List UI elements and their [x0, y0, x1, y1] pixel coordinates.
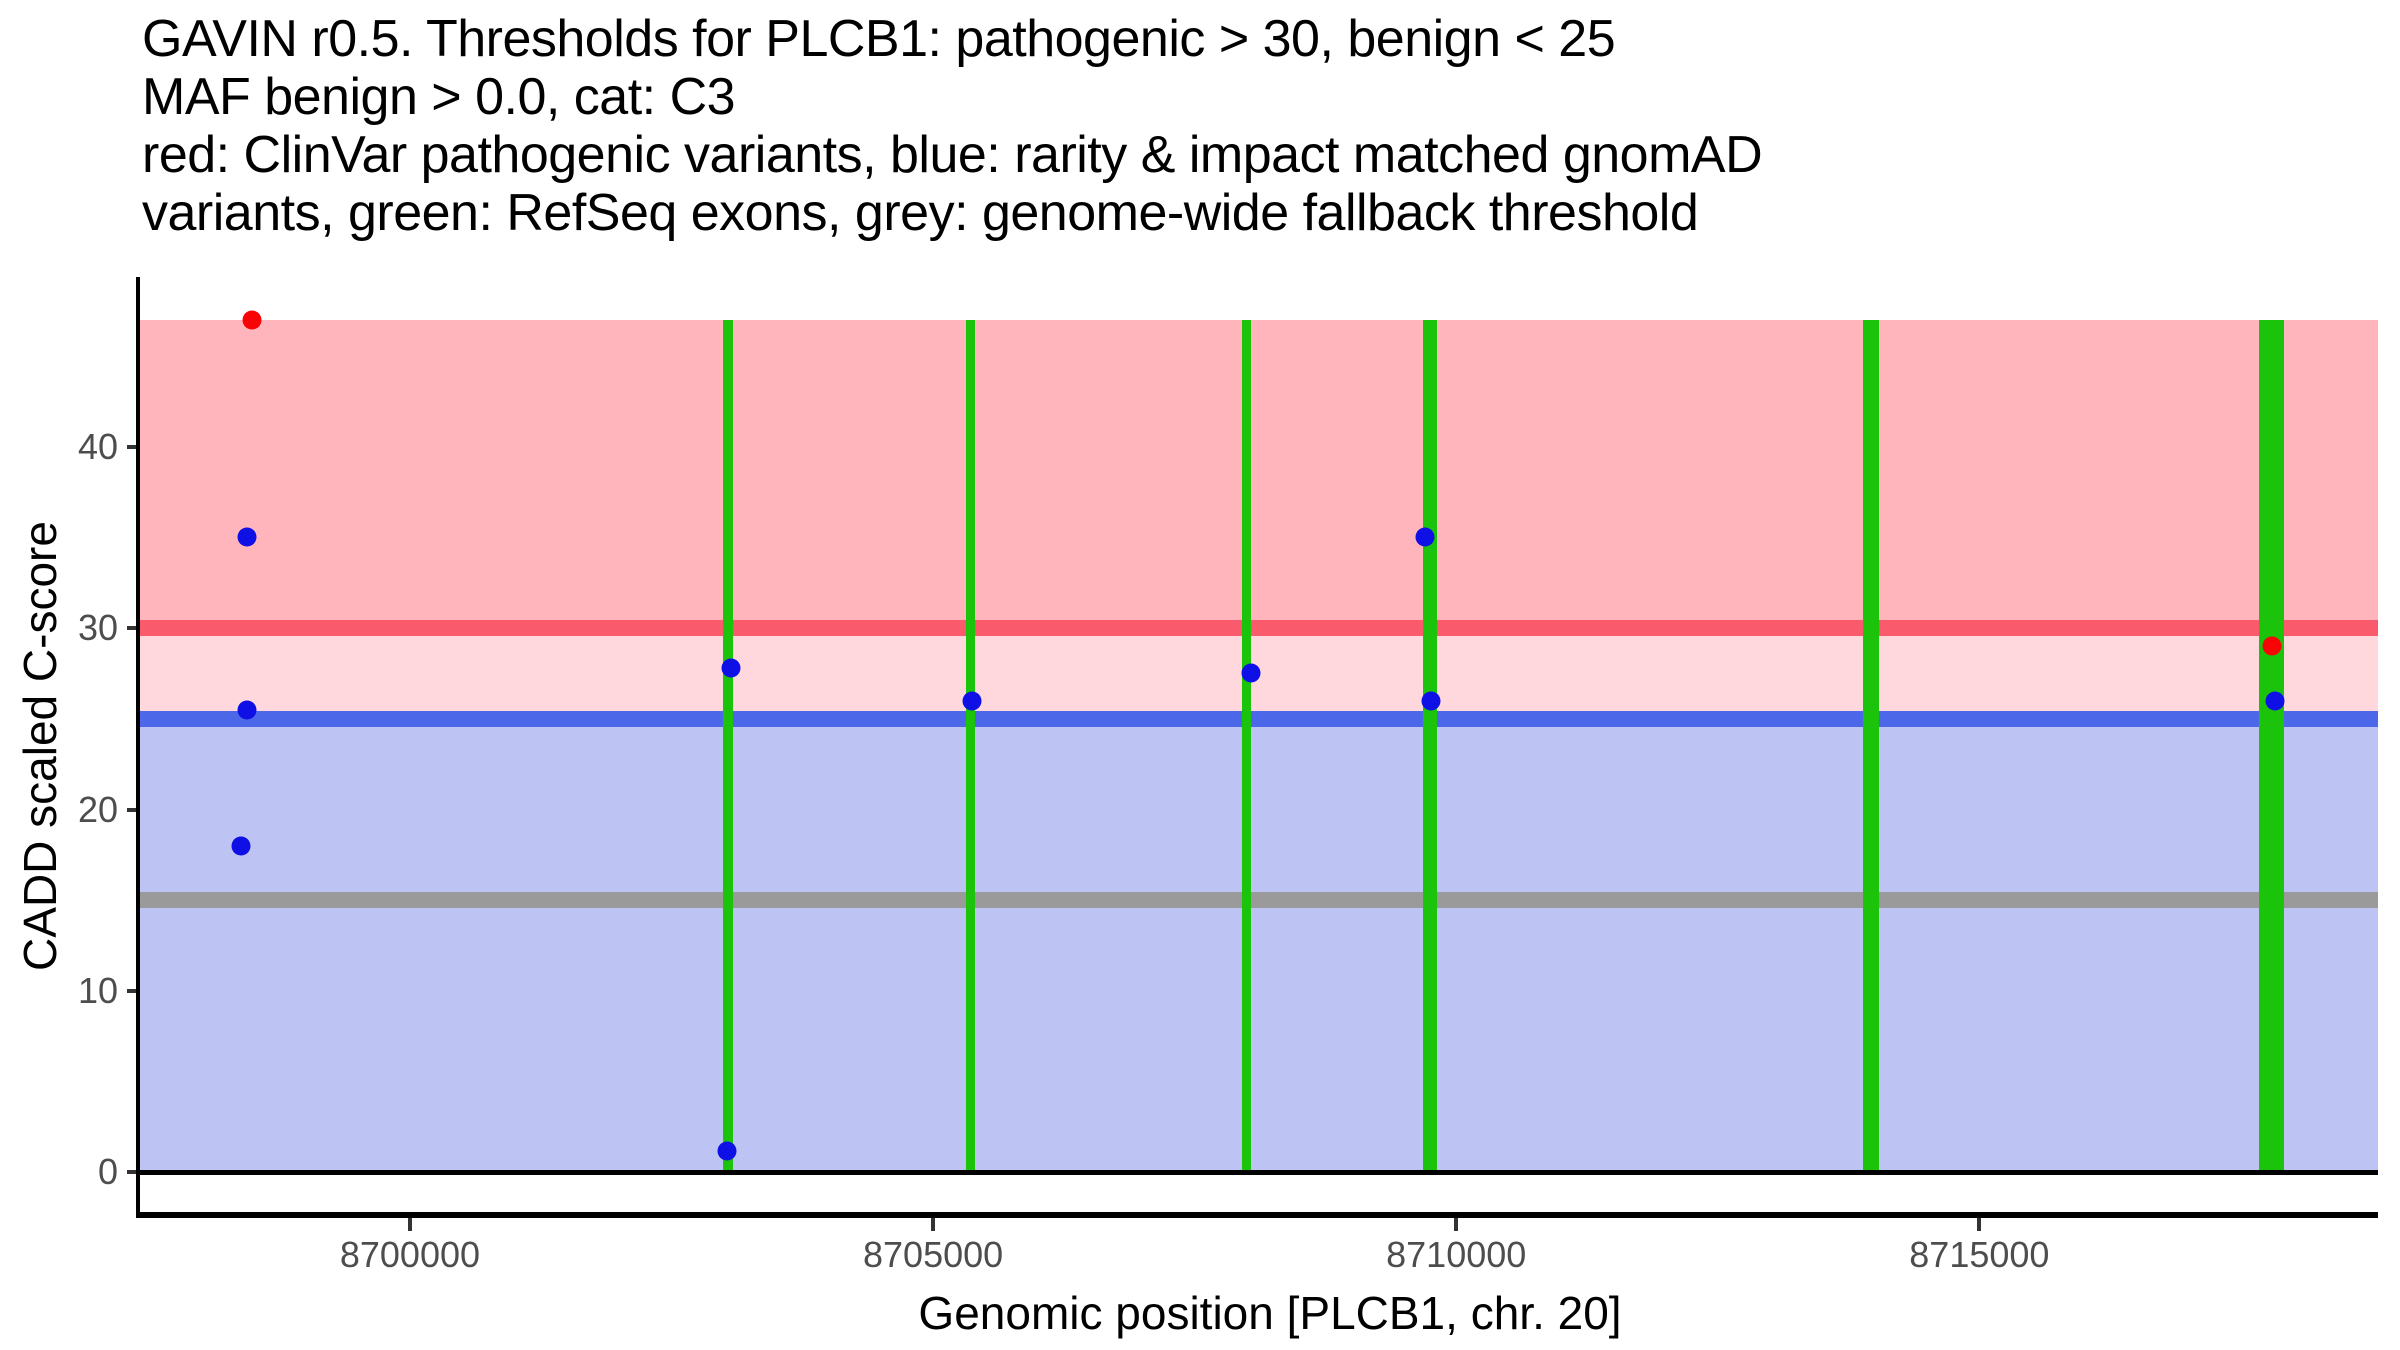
chart-title: GAVIN r0.5. Thresholds for PLCB1: pathog…: [142, 10, 1763, 242]
benign-threshold: [140, 710, 2378, 727]
pathogenic-threshold: [140, 620, 2378, 637]
x-tick-label: 8710000: [1386, 1234, 1527, 1275]
y-tick-mark: [127, 988, 140, 993]
gnomad-matched-point: [1241, 663, 1261, 683]
x-tick-label: 8715000: [1909, 1234, 2050, 1275]
zero-baseline: [140, 1170, 2378, 1175]
y-tick-label: 40: [77, 425, 118, 467]
y-tick-label: 0: [97, 1151, 118, 1193]
x-tick-mark: [931, 1218, 936, 1231]
chart-title-line-1: GAVIN r0.5. Thresholds for PLCB1: pathog…: [142, 10, 1616, 68]
gnomad-matched-point: [1421, 691, 1441, 711]
pathogenic-region: [140, 319, 2378, 629]
y-tick-label: 20: [77, 788, 118, 830]
y-tick-mark: [127, 444, 140, 449]
x-tick-label: 8705000: [863, 1234, 1004, 1275]
gnomad-matched-point: [717, 1141, 737, 1161]
x-tick-mark: [407, 1218, 412, 1231]
gnomad-matched-point: [231, 836, 251, 856]
y-tick-mark: [127, 1170, 140, 1175]
gnomad-matched-point: [2265, 691, 2285, 711]
refseq-exon-line: [723, 319, 733, 1173]
x-axis-line: [137, 1212, 2378, 1218]
refseq-exon-line: [1242, 319, 1252, 1173]
gnomad-matched-point: [237, 527, 257, 547]
x-tick-mark: [1454, 1218, 1459, 1231]
gnomad-matched-point: [237, 700, 257, 720]
refseq-exon-line: [1862, 319, 1879, 1173]
y-tick-mark: [127, 626, 140, 631]
refseq-exon-line: [1423, 319, 1438, 1173]
chart-title-line-3: red: ClinVar pathogenic variants, blue: …: [142, 126, 1763, 184]
x-tick-label: 8700000: [339, 1234, 481, 1275]
genome-wide-fallback-threshold: [140, 892, 2378, 909]
gnomad-matched-point: [1415, 527, 1435, 547]
refseq-exon-line: [2258, 319, 2284, 1173]
benign-region: [140, 718, 2378, 1173]
x-axis-title: Genomic position [PLCB1, chr. 20]: [918, 1287, 1622, 1339]
x-tick-mark: [1977, 1218, 1982, 1231]
clinvar-pathogenic-point: [2262, 636, 2282, 656]
gnomad-matched-point: [962, 691, 982, 711]
chart-title-line-2: MAF benign > 0.0, cat: C3: [142, 68, 736, 126]
y-tick-label: 10: [77, 969, 118, 1011]
clinvar-pathogenic-point: [242, 310, 262, 330]
y-tick-mark: [127, 807, 140, 812]
y-axis-line: [136, 277, 140, 1218]
gnomad-matched-point: [721, 658, 741, 678]
chart-title-line-4: variants, green: RefSeq exons, grey: gen…: [142, 184, 1699, 242]
refseq-exon-line: [966, 319, 976, 1173]
y-tick-label: 30: [77, 607, 118, 649]
